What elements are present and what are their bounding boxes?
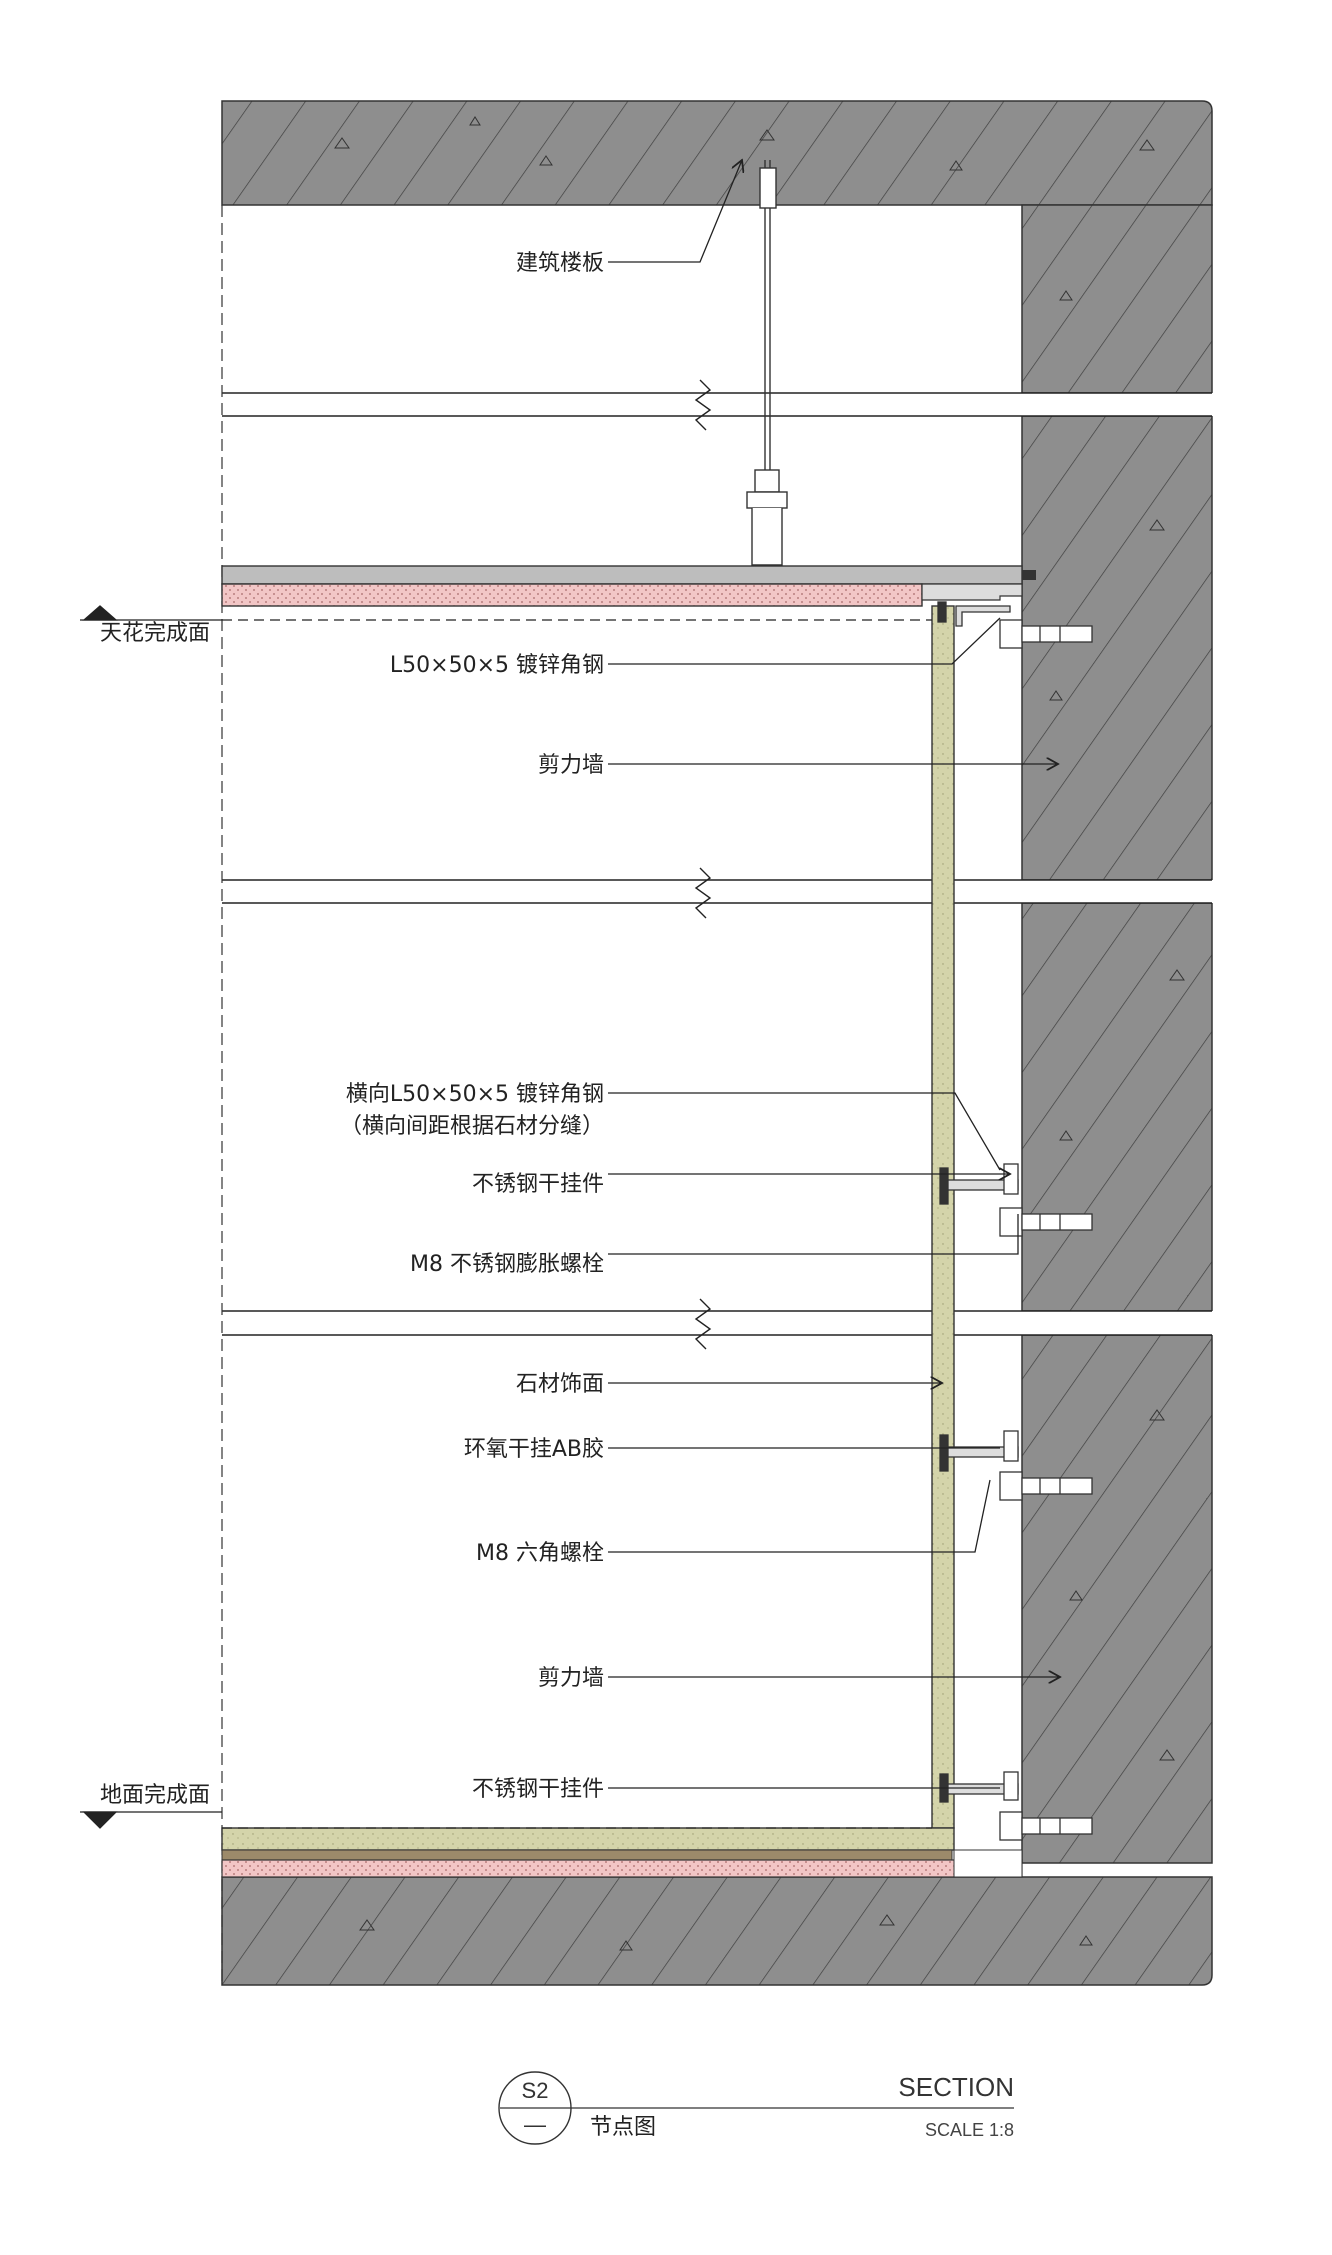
level-markers — [80, 605, 932, 1829]
floor-level-label: 地面完成面 — [100, 1783, 210, 1808]
leaders — [608, 160, 1060, 1789]
bottom-floor-slab — [221, 1876, 1213, 1986]
section-scale: SCALE 1:8 — [925, 2120, 1014, 2140]
ceiling-level-label: 天花完成面 — [100, 621, 210, 646]
label-ss-hanger-2: 不锈钢干挂件 — [472, 1777, 604, 1802]
label-expansion-bolt: M8 不锈钢膨胀螺栓 — [410, 1252, 604, 1277]
detail-sub: — — [524, 2112, 546, 2137]
label-h-angle-line2: （横向间距根据石材分缝） — [340, 1114, 604, 1139]
ceiling-hanger — [746, 160, 788, 566]
label-shear-wall-2: 剪力墙 — [538, 1666, 604, 1691]
label-epoxy-glue: 环氧干挂AB胶 — [464, 1437, 604, 1462]
label-angle-steel-top: L50×50×5 镀锌角钢 — [390, 653, 604, 678]
break-lines — [222, 379, 1214, 1350]
shear-wall-mid2 — [1021, 902, 1213, 1312]
top-floor-slab — [221, 100, 1213, 206]
shear-wall-upper — [1021, 204, 1213, 394]
label-hex-bolt: M8 六角螺栓 — [476, 1541, 604, 1566]
section-title: SECTION — [898, 2072, 1014, 2102]
label-h-angle-line1: 横向L50×50×5 镀锌角钢 — [346, 1082, 604, 1107]
anchors — [937, 601, 1093, 1841]
label-stone-finish: 石材饰面 — [516, 1372, 604, 1397]
ceiling-level-triangle — [82, 605, 118, 621]
label-shear-wall-1: 剪力墙 — [538, 753, 604, 778]
stone-facing — [221, 605, 1023, 1878]
shear-wall-lower — [1021, 1334, 1213, 1864]
label-floor-slab: 建筑楼板 — [516, 251, 604, 276]
section-subtitle: 节点图 — [590, 2115, 656, 2140]
label-ss-hanger-1: 不锈钢干挂件 — [472, 1172, 604, 1197]
floor-level-triangle — [82, 1811, 118, 1829]
title-block: S2 — SECTION SCALE 1:8 节点图 — [498, 2071, 1014, 2145]
detail-code: S2 — [522, 2078, 549, 2103]
shear-wall-mid1 — [1021, 415, 1213, 881]
ceiling-assembly — [221, 565, 1036, 607]
concrete-structure — [221, 100, 1213, 1986]
